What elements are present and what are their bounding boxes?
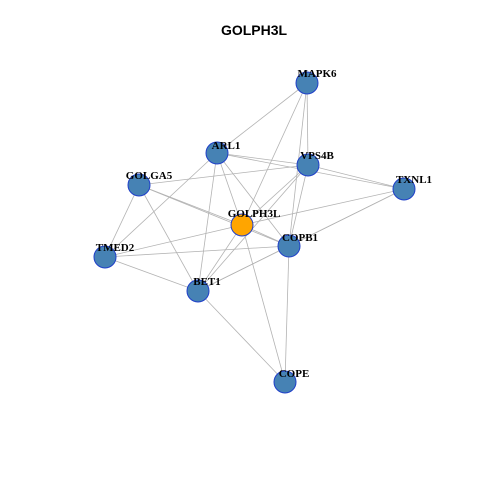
node-circle-copb1 xyxy=(277,234,301,258)
node-golga5: GOLGA5 xyxy=(126,170,173,197)
edge-vps4b-golph3l xyxy=(241,164,309,226)
edge-mapk6-vps4b xyxy=(306,82,309,166)
edge-copb1-cope xyxy=(284,245,290,383)
node-circle-golga5 xyxy=(127,173,151,197)
edge-arl1-tmed2 xyxy=(104,152,218,258)
edge-vps4b-copb1 xyxy=(288,164,309,247)
edge-golga5-tmed2 xyxy=(104,184,140,258)
node-vps4b: VPS4B xyxy=(296,150,334,177)
node-label-golph3l: GOLPH3L xyxy=(228,208,281,220)
edge-txnl1-golph3l xyxy=(241,188,405,226)
edge-golga5-bet1 xyxy=(138,184,199,292)
node-mapk6: MAPK6 xyxy=(295,68,337,95)
node-tmed2: TMED2 xyxy=(93,242,135,269)
edge-mapk6-arl1 xyxy=(216,82,308,154)
edge-golga5-copb1 xyxy=(138,184,290,247)
node-arl1: ARL1 xyxy=(205,140,241,165)
node-label-copb1: COPB1 xyxy=(282,232,318,244)
node-label-bet1: BET1 xyxy=(193,276,221,288)
diagram-title: GOLPH3L xyxy=(221,22,288,38)
node-circle-vps4b xyxy=(296,153,320,177)
edge-golga5-vps4b xyxy=(138,164,309,186)
node-label-tmed2: TMED2 xyxy=(96,242,135,254)
edge-layer xyxy=(104,82,405,383)
edge-vps4b-txnl1 xyxy=(307,164,405,190)
edge-golph3l-cope xyxy=(241,224,286,383)
node-circle-bet1 xyxy=(186,279,210,303)
node-label-txnl1: TXNL1 xyxy=(396,174,432,186)
node-label-arl1: ARL1 xyxy=(212,140,241,152)
edge-golph3l-bet1 xyxy=(197,224,243,292)
node-label-cope: COPE xyxy=(279,368,310,380)
node-circle-tmed2 xyxy=(93,245,117,269)
node-cope: COPE xyxy=(273,368,310,394)
edge-copb1-bet1 xyxy=(197,245,290,292)
node-label-golga5: GOLGA5 xyxy=(126,170,173,182)
node-copb1: COPB1 xyxy=(277,232,318,258)
edge-mapk6-golph3l xyxy=(241,82,308,226)
edge-arl1-vps4b xyxy=(216,152,309,166)
node-bet1: BET1 xyxy=(186,276,221,303)
edge-arl1-golph3l xyxy=(216,152,243,226)
edge-copb1-tmed2 xyxy=(104,245,290,258)
edge-arl1-copb1 xyxy=(216,152,290,247)
node-circle-mapk6 xyxy=(295,71,319,95)
edge-tmed2-bet1 xyxy=(104,256,199,292)
node-label-vps4b: VPS4B xyxy=(300,150,334,162)
node-label-mapk6: MAPK6 xyxy=(297,68,337,80)
edge-arl1-bet1 xyxy=(197,152,218,292)
edge-golph3l-tmed2 xyxy=(104,224,243,258)
node-circle-txnl1 xyxy=(392,177,416,201)
edge-bet1-cope xyxy=(197,290,286,383)
node-txnl1: TXNL1 xyxy=(392,174,432,201)
node-circle-cope xyxy=(273,370,297,394)
node-circle-golph3l xyxy=(230,213,254,237)
node-golph3l: GOLPH3L xyxy=(228,208,281,237)
node-circle-arl1 xyxy=(205,141,229,165)
